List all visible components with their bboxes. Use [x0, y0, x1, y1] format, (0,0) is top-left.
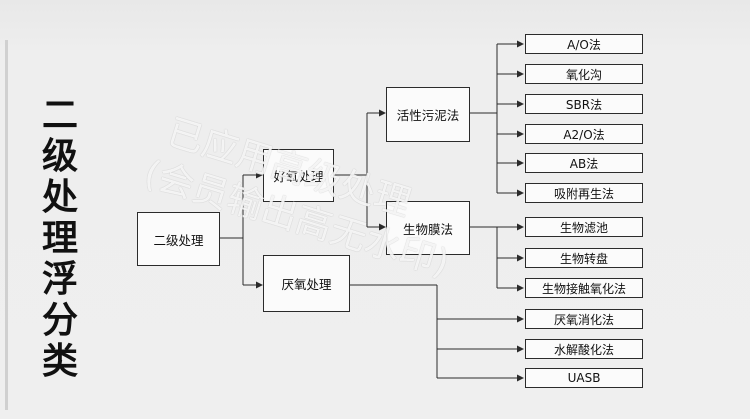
leaf-biofilm-method: 生物转盘	[525, 248, 643, 268]
connector-aerobic-trunk	[334, 113, 368, 227]
side-title-char: 二	[41, 95, 78, 136]
connector-root-trunk	[220, 175, 244, 285]
node-secondary-treatment: 二级处理	[137, 212, 220, 266]
leaf-biofilm-method: 生物滤池	[525, 217, 643, 237]
connector-anaerobic-trunk	[350, 284, 438, 378]
leaf-sludge-method: SBR法	[525, 94, 643, 114]
side-title-char: 类	[41, 341, 78, 382]
connector-sludge-trunk	[470, 44, 498, 193]
leaf-sludge-method: A2/O法	[525, 124, 643, 144]
side-title-char: 理	[41, 218, 78, 259]
side-title: 二 级 处 理 浮 分 类	[38, 95, 82, 382]
left-edge-rule	[5, 40, 8, 410]
leaf-sludge-method: 氧化沟	[525, 64, 643, 84]
node-aerobic-treatment: 好氧处理	[263, 149, 334, 202]
leaf-sludge-method: AB法	[525, 153, 643, 173]
connector-biofilm-trunk	[470, 226, 498, 288]
side-title-char: 浮	[41, 259, 78, 300]
node-anaerobic-treatment: 厌氧处理	[263, 255, 350, 312]
side-title-char: 分	[41, 300, 78, 341]
node-biofilm: 生物膜法	[386, 201, 470, 255]
leaf-sludge-method: 吸附再生法	[525, 183, 643, 203]
leaf-sludge-method: A/O法	[525, 34, 643, 54]
leaf-anaerobic-method: UASB	[525, 368, 643, 388]
side-title-char: 处	[41, 177, 78, 218]
leaf-anaerobic-method: 厌氧消化法	[525, 309, 643, 329]
leaf-anaerobic-method: 水解酸化法	[525, 339, 643, 359]
node-activated-sludge: 活性污泥法	[386, 87, 470, 142]
leaf-biofilm-method: 生物接触氧化法	[525, 278, 643, 298]
side-title-char: 级	[41, 136, 78, 177]
